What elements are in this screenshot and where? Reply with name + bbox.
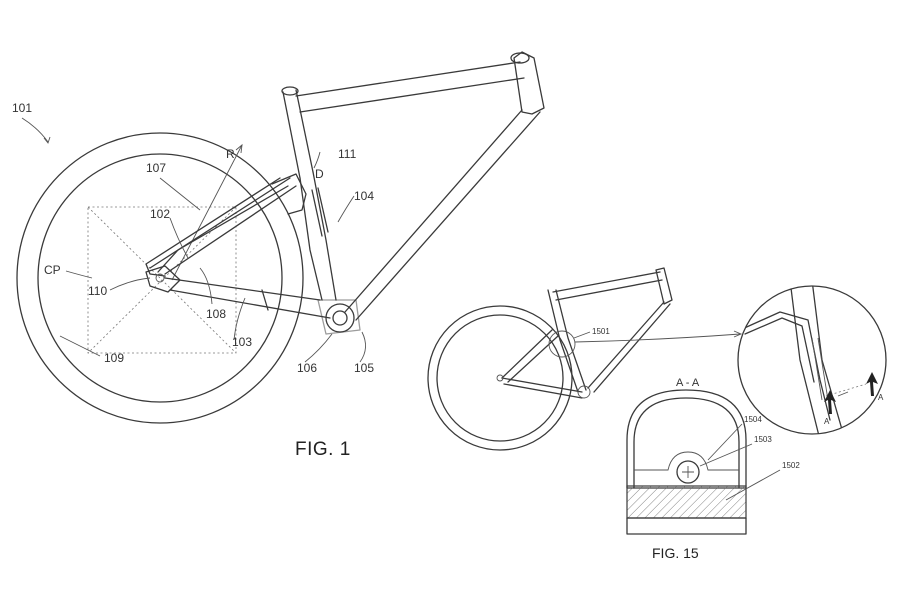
label-109: 109	[104, 351, 124, 365]
label-110: 110	[88, 284, 107, 298]
label-105: 105	[354, 361, 374, 375]
label-101: 101	[12, 101, 32, 115]
projection-box	[87, 206, 237, 354]
fig1-caption: FIG. 1	[295, 439, 351, 460]
label-1503: 1503	[754, 435, 772, 444]
label-D: D	[315, 167, 324, 181]
label-R: R	[226, 147, 235, 161]
label-1504: 1504	[744, 415, 762, 424]
section-label: A - A	[676, 377, 700, 389]
label-A-left: A	[824, 417, 830, 426]
radius-arrow	[171, 143, 243, 281]
fig15-caption: FIG. 15	[652, 545, 699, 561]
label-104: 104	[354, 189, 374, 203]
section-a-a: A - A	[626, 377, 781, 535]
label-106: 106	[297, 361, 317, 375]
rear-wheel	[16, 132, 304, 424]
label-108: 108	[206, 307, 226, 321]
label-1502: 1502	[782, 461, 800, 470]
detail-circle	[737, 285, 887, 435]
label-CP: CP	[44, 263, 61, 277]
label-111: 111	[338, 147, 357, 161]
label-103: 103	[232, 335, 252, 349]
fig1-frame	[16, 51, 545, 424]
label-107: 107	[146, 161, 166, 175]
small-frame	[427, 267, 743, 451]
label-1501: 1501	[592, 327, 610, 336]
label-A-right: A	[878, 393, 884, 402]
fig1-leaders	[21, 117, 366, 363]
label-102: 102	[150, 207, 170, 221]
